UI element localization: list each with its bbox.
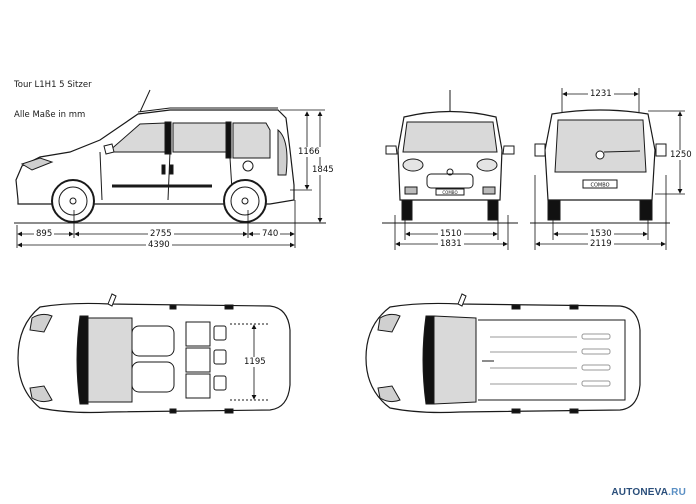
dim-rear-track: 1530 [588,229,614,239]
dim-rear-overhang: 740 [260,229,281,239]
model-label: Tour L1H1 5 Sitzer [14,80,92,90]
dim-wheelbase: 2755 [148,229,174,239]
units-note: Alle Maße in mm [14,110,86,120]
dim-rear-opening-width: 1231 [588,89,614,99]
rear-view-van [530,109,670,224]
dim-cargo-width: 1195 [242,357,268,367]
dim-overall-length: 4390 [146,240,172,250]
watermark-main: AUTONEVA [611,487,669,498]
front-view-van [382,90,518,224]
watermark: AUTONEVA.RU [611,487,686,498]
dim-overall-height: 1845 [310,165,336,175]
side-view-van [14,89,326,224]
dim-front-track: 1510 [438,229,464,239]
front-badge: COMBO [442,190,457,195]
rear-badge: COMBO [590,183,609,189]
top-view-seats-van [17,293,291,414]
dim-body-width: 1831 [438,239,464,249]
dim-front-overhang: 895 [34,229,55,239]
dim-rear-opening-height: 1250 [668,150,694,160]
dim-width-with-mirrors: 2119 [588,239,614,249]
watermark-tld: .RU [668,487,686,498]
top-view-roof-van [365,293,641,414]
dim-interior-height: 1166 [296,147,322,157]
